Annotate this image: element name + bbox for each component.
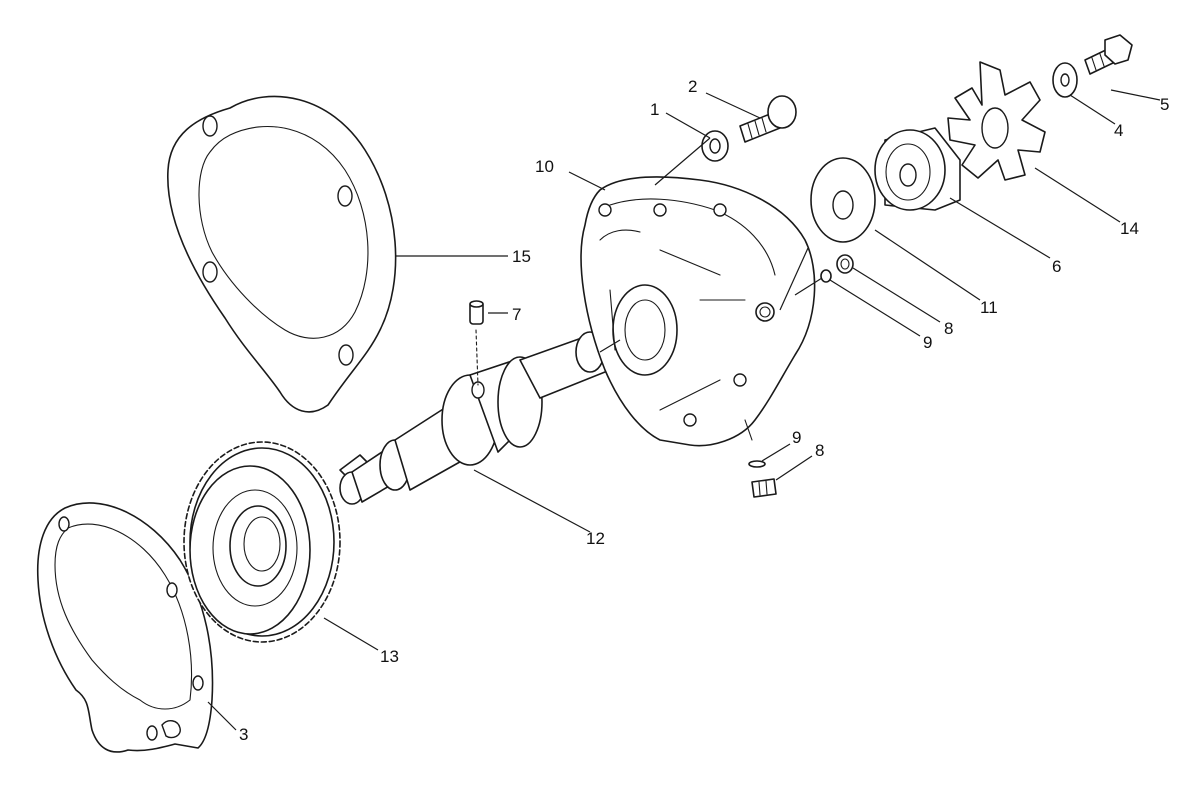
plug-8-lower bbox=[751, 478, 777, 498]
screw-2 bbox=[739, 95, 797, 143]
gasket-large bbox=[167, 95, 397, 413]
washer-11 bbox=[810, 157, 876, 243]
star-coupling bbox=[947, 61, 1046, 181]
spur-gear bbox=[183, 441, 341, 643]
dowel-pin bbox=[469, 300, 484, 386]
callout-13: 13 bbox=[380, 647, 399, 666]
callout-4: 4 bbox=[1114, 121, 1123, 140]
callout-6: 6 bbox=[1052, 257, 1061, 276]
callout-10: 10 bbox=[535, 157, 554, 176]
pump-housing bbox=[580, 176, 816, 447]
callout-14: 14 bbox=[1120, 219, 1139, 238]
callout-9-lower: 9 bbox=[792, 428, 801, 447]
callouts: 1 2 3 4 5 6 7 8 8 9 9 10 11 12 13 14 15 bbox=[239, 77, 1169, 744]
callout-2: 2 bbox=[688, 77, 697, 96]
gasket-small bbox=[36, 502, 214, 753]
callout-5: 5 bbox=[1160, 95, 1169, 114]
bolt-5 bbox=[1084, 34, 1133, 75]
callout-1: 1 bbox=[650, 100, 659, 119]
callout-12: 12 bbox=[586, 529, 605, 548]
callout-11: 11 bbox=[980, 298, 998, 317]
oring-9-lower bbox=[748, 460, 766, 468]
leader-lines bbox=[207, 89, 1161, 731]
callout-8-lower: 8 bbox=[815, 441, 824, 460]
callout-7: 7 bbox=[512, 305, 521, 324]
callout-8-upper: 8 bbox=[944, 319, 953, 338]
callout-15: 15 bbox=[512, 247, 531, 266]
washer-4 bbox=[1052, 62, 1078, 98]
callout-9-upper: 9 bbox=[923, 333, 932, 352]
shaft bbox=[339, 331, 611, 505]
coupling-hub bbox=[874, 127, 961, 211]
plug-8-upper bbox=[836, 254, 854, 274]
oring-9-upper bbox=[820, 269, 832, 283]
callout-3: 3 bbox=[239, 725, 248, 744]
